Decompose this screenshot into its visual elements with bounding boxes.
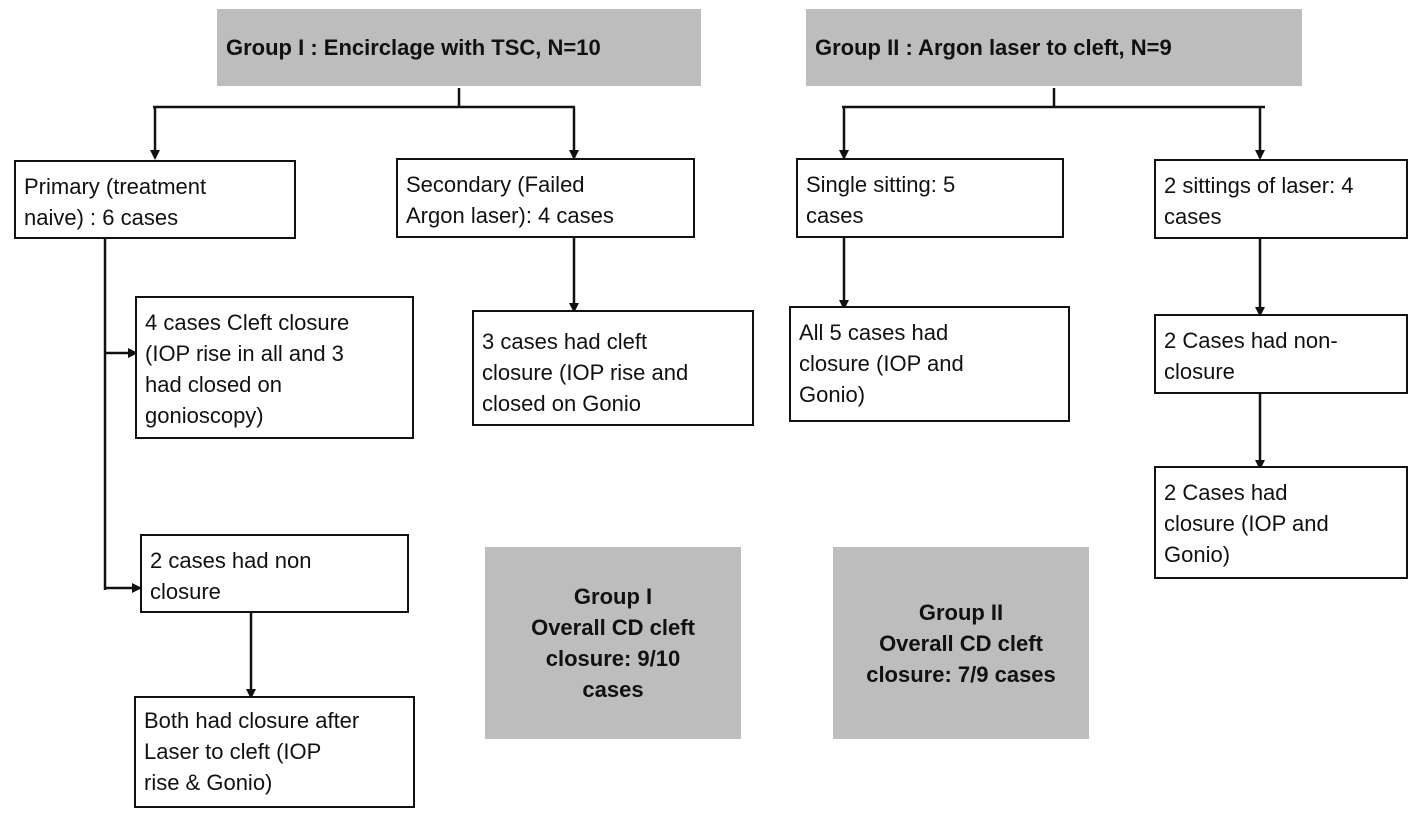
group2-header: Group II : Argon laser to cleft, N=9 [806,9,1302,86]
primary-closure-box: 4 cases Cleft closure (IOP rise in all a… [135,296,414,439]
two-nonclosure-box: 2 Cases had non- closure [1154,314,1408,394]
secondary-closure-box: 3 cases had cleft closure (IOP rise and … [472,310,754,426]
group2-header-text: Group II : Argon laser to cleft, N=9 [815,34,1172,60]
group2-summary-text: Group II Overall CD cleft closure: 7/9 c… [866,599,1056,687]
single-closure-box: All 5 cases had closure (IOP and Gonio) [789,306,1070,422]
group1-summary: Group I Overall CD cleft closure: 9/10 c… [485,547,741,739]
two-sittings-box: 2 sittings of laser: 4 cases [1154,159,1408,239]
group1-summary-text: Group I Overall CD cleft closure: 9/10 c… [531,584,695,702]
group1-header: Group I : Encirclage with TSC, N=10 [217,9,701,86]
single-sitting-box: Single sitting: 5 cases [796,158,1064,238]
primary-laser-box: Both had closure after Laser to cleft (I… [134,696,415,808]
primary-box: Primary (treatment naive) : 6 cases [14,160,296,239]
group1-header-text: Group I : Encirclage with TSC, N=10 [226,34,601,60]
primary-nonclosure-box: 2 cases had non closure [140,534,409,613]
two-closure-box: 2 Cases had closure (IOP and Gonio) [1154,466,1408,579]
secondary-box: Secondary (Failed Argon laser): 4 cases [396,158,695,238]
group2-summary: Group II Overall CD cleft closure: 7/9 c… [833,547,1089,739]
